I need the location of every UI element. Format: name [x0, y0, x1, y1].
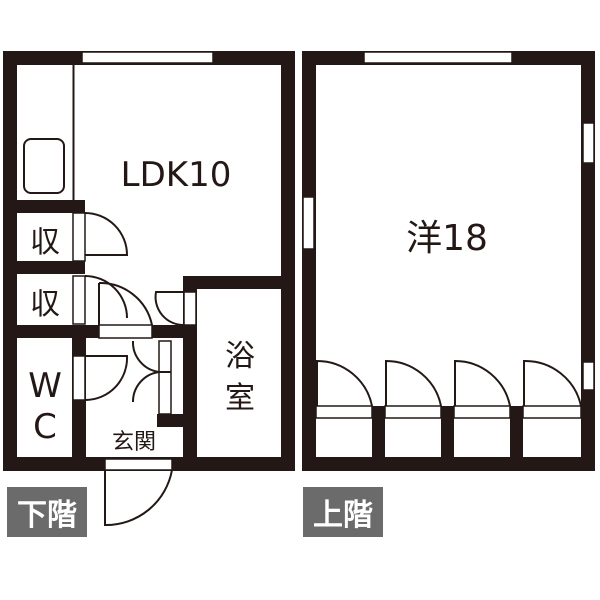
upper-floor-plan: 洋18: [302, 51, 595, 471]
closet-door-3: [453, 359, 511, 419]
upper-top-window: [363, 51, 513, 64]
upper-left-wall: [302, 51, 316, 471]
lower-top-window: [81, 51, 214, 64]
room-label-western: 洋18: [406, 218, 488, 259]
bath-double-door-frame: [158, 340, 172, 415]
room-label-storage-1: 収: [30, 225, 60, 260]
lower-floor-plan: LDK10 収 収 W C 浴 室 玄関: [3, 51, 295, 527]
storage2-bottom-wall: [3, 325, 193, 338]
closet-door-swing-icon: [523, 359, 582, 407]
lower-floor-tag: 下階: [7, 487, 87, 537]
storage2-door-frame: [72, 275, 86, 325]
room-label-wc-w: W: [28, 366, 62, 406]
hall-door-frame: [98, 324, 153, 339]
upper-left-window: [302, 196, 315, 250]
entrance-step-wall: [157, 414, 197, 427]
entrance-door-frame: [104, 458, 173, 471]
bath-top-wall: [183, 276, 295, 289]
storage1-door-swing-icon: [84, 212, 129, 256]
closet-door-4: [522, 359, 582, 419]
upper-right-window-bottom: [582, 361, 595, 391]
bath-upper-door-frame: [183, 291, 197, 326]
closet-door-swing-icon: [385, 359, 442, 407]
entrance-door-swing-icon: [104, 469, 173, 527]
upper-floor-tag-label: 上階: [313, 498, 373, 533]
closet-divider-2: [441, 406, 454, 471]
room-label-storage-2: 収: [30, 287, 60, 322]
bath-upper-door-swing-icon: [154, 291, 185, 327]
closet-door-2: [384, 359, 442, 419]
hall-door-swing-icon: [98, 281, 153, 326]
room-label-bath-1: 浴: [225, 339, 255, 374]
bath-double-door-swing-icon: [131, 340, 160, 403]
storage1-door-frame: [72, 212, 86, 262]
upper-right-window-top: [582, 122, 595, 164]
lower-floor-tag-label: 下階: [17, 498, 77, 533]
closet-door-swing-icon: [454, 359, 511, 407]
closet-divider-3: [510, 406, 523, 471]
room-label-ldk: LDK10: [121, 155, 232, 195]
room-label-entrance: 玄関: [112, 430, 156, 455]
storage2-door-swing-icon: [84, 275, 128, 319]
room-label-bath-2: 室: [225, 381, 255, 416]
wc-door-swing-icon: [85, 355, 129, 401]
sink-icon: [23, 138, 65, 194]
closet-divider-1: [372, 406, 385, 471]
kitchen-bottom-wall: [3, 200, 85, 213]
storage-divider-wall: [3, 261, 85, 274]
room-label-wc-c: C: [33, 407, 57, 447]
wc-door-frame: [72, 355, 86, 401]
upper-floor-tag: 上階: [303, 487, 383, 537]
lower-right-wall: [281, 51, 295, 471]
closet-door-1: [315, 359, 373, 419]
closet-door-swing-icon: [316, 359, 373, 407]
